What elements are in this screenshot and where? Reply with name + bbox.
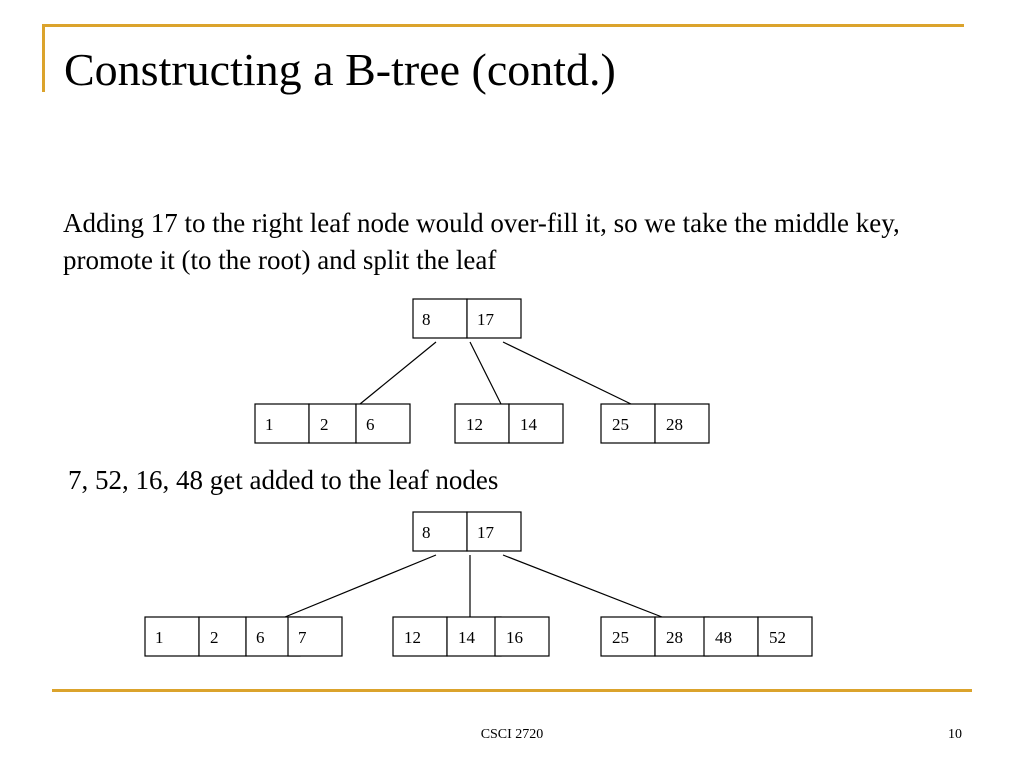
leaf-key: 6 xyxy=(256,628,265,647)
leaf-key: 25 xyxy=(612,415,629,434)
leaf-key: 52 xyxy=(769,628,786,647)
leaf-key: 1 xyxy=(265,415,274,434)
leaf-node: 25 28 48 52 xyxy=(600,616,813,657)
leaf-key-cell xyxy=(446,616,502,657)
leaf-key: 16 xyxy=(506,628,523,647)
root-key: 17 xyxy=(477,310,495,329)
root-key: 8 xyxy=(422,310,431,329)
leaf-node: 1 2 6 7 xyxy=(144,616,343,657)
leaf-key: 14 xyxy=(458,628,476,647)
root-key: 17 xyxy=(477,523,495,542)
leaf-key: 28 xyxy=(666,628,683,647)
leaf-key-cell xyxy=(287,616,343,657)
leaf-key-cell xyxy=(757,616,813,657)
tree-edge xyxy=(284,554,437,618)
leaf-key: 12 xyxy=(466,415,483,434)
root-node: 8 17 xyxy=(412,298,522,339)
leaf-key-cell xyxy=(144,616,200,657)
leaf-key-cell xyxy=(654,403,710,444)
root-key: 8 xyxy=(422,523,431,542)
leaf-node: 1 2 6 xyxy=(254,403,411,444)
leaf-key-cell xyxy=(308,403,357,444)
tree-after-insertions: 8 17 1 2 6 7 12 14 16 xyxy=(144,511,813,657)
root-node: 8 17 xyxy=(412,511,522,552)
explanation-paragraph: Adding 17 to the right leaf node would o… xyxy=(63,208,900,275)
leaf-key-cell xyxy=(600,403,656,444)
leaf-key: 25 xyxy=(612,628,629,647)
leaf-key-cell xyxy=(198,616,247,657)
leaf-key: 1 xyxy=(155,628,164,647)
leaf-key-cell xyxy=(454,403,510,444)
tree-edge xyxy=(469,341,502,405)
leaf-key: 28 xyxy=(666,415,683,434)
root-key-cell xyxy=(412,298,468,339)
slide-title: Constructing a B-tree (contd.) xyxy=(64,44,616,95)
leaf-key: 6 xyxy=(366,415,375,434)
leaf-node: 12 14 16 xyxy=(392,616,550,657)
leaf-key-cell xyxy=(494,616,550,657)
leaf-key: 48 xyxy=(715,628,732,647)
leaf-node: 25 28 xyxy=(600,403,710,444)
leaf-key: 2 xyxy=(210,628,219,647)
title-side-rule xyxy=(42,24,45,92)
root-key-cell xyxy=(466,511,522,552)
leaf-key-cell xyxy=(508,403,564,444)
leaf-key: 7 xyxy=(298,628,307,647)
tree-edge xyxy=(502,341,632,405)
tree-edge xyxy=(359,341,437,405)
leaf-key: 12 xyxy=(404,628,421,647)
leaf-node: 12 14 xyxy=(454,403,564,444)
root-key-cell xyxy=(466,298,522,339)
leaf-key: 2 xyxy=(320,415,329,434)
page-number: 10 xyxy=(948,727,962,742)
leaf-key: 14 xyxy=(520,415,538,434)
leaf-key-cell xyxy=(703,616,759,657)
insertion-caption: 7, 52, 16, 48 get added to the leaf node… xyxy=(68,465,499,495)
tree-before-insertions: 8 17 1 2 6 12 14 25 28 xyxy=(254,298,710,444)
leaf-key-cell xyxy=(355,403,411,444)
leaf-key-cell xyxy=(600,616,656,657)
title-top-rule xyxy=(42,24,964,27)
tree-edge xyxy=(502,554,663,618)
leaf-key-cell xyxy=(254,403,310,444)
footer-course-label: CSCI 2720 xyxy=(480,727,544,742)
footer-rule xyxy=(52,689,972,692)
